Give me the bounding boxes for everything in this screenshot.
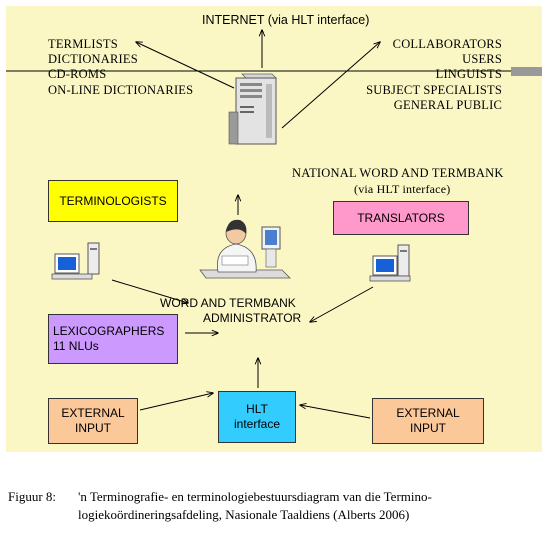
sources-item-online-dictionaries: ON-LINE DICTIONARIES [48, 83, 194, 97]
users-item-users: USERS [462, 52, 502, 66]
users-item-subject-specialists: SUBJECT SPECIALISTS [366, 83, 502, 97]
computer-icon-right [369, 244, 411, 282]
computer-icon-left [51, 242, 100, 280]
arrow-to-left-sources [136, 42, 235, 89]
terminologists-box: TERMINOLOGISTS [48, 180, 178, 222]
sources-item-termlists: TERMLISTS [48, 37, 118, 51]
national-termbank-subtitle: (via HLT interface) [354, 182, 451, 196]
administrator-icon [199, 219, 291, 279]
external-input-right-box: EXTERNAL INPUT [372, 398, 484, 444]
sources-item-dictionaries: DICTIONARIES [48, 52, 138, 66]
translators-box: TRANSLATORS [333, 201, 469, 235]
users-item-linguists: LINGUISTS [435, 67, 502, 81]
arrow-from-right-pc [310, 286, 374, 322]
administrator-label-line1: WORD AND TERMBANK [160, 296, 296, 310]
hlt-interface-box: HLT interface [218, 391, 296, 443]
external-input-left-box: EXTERNAL INPUT [48, 398, 138, 444]
national-termbank-title: NATIONAL WORD AND TERMBANK [292, 166, 504, 180]
arrow-from-left-external [139, 393, 213, 411]
users-item-general-public: GENERAL PUBLIC [393, 98, 502, 112]
divider-end-tab [511, 67, 542, 76]
administrator-label-line2: ADMINISTRATOR [203, 311, 302, 325]
figure-caption-label: Figuur 8: [8, 489, 57, 504]
figure-caption-line1: 'n Terminografie- en terminologiebestuur… [78, 489, 432, 504]
figure-caption-line2: logiekoördineringsafdeling, Nasionale Ta… [78, 507, 410, 522]
internet-label: INTERNET (via HLT interface) [202, 13, 370, 27]
arrow-from-right-external [300, 405, 371, 419]
users-item-collaborators: COLLABORATORS [392, 37, 502, 51]
arrow-from-left-pc [111, 279, 188, 303]
server-icon [228, 73, 277, 145]
lexicographers-box: LEXICOGRAPHERS 11 NLUs [48, 314, 178, 364]
sources-item-cdroms: CD-ROMS [48, 67, 107, 81]
arrow-to-right-users [281, 42, 380, 129]
